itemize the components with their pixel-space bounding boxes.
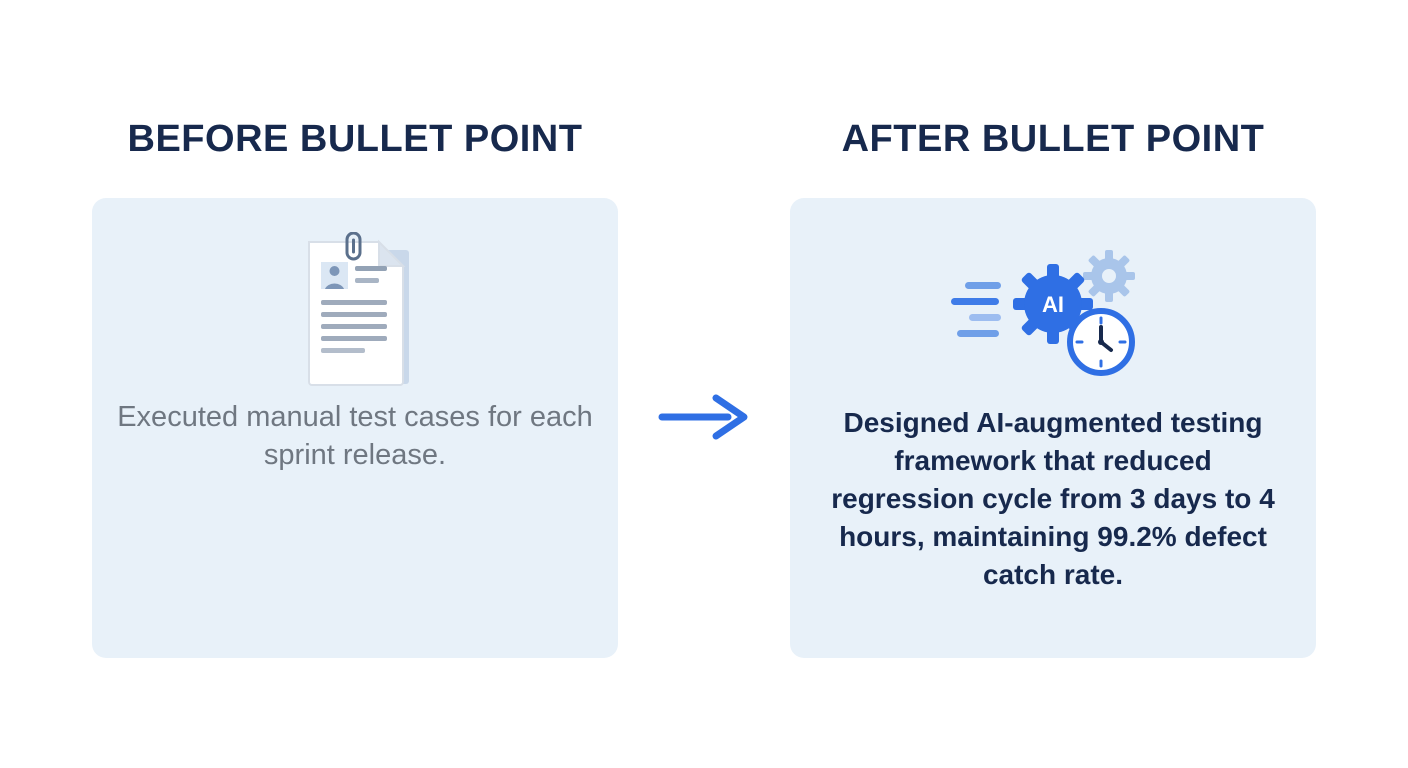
ai-gear-clock-icon: AI — [943, 242, 1163, 392]
ai-badge-label: AI — [1042, 292, 1064, 317]
before-heading: BEFORE BULLET POINT — [127, 118, 583, 160]
before-card: Executed manual test cases for each spri… — [92, 198, 618, 658]
right-arrow-icon — [658, 390, 750, 444]
before-body-text: Executed manual test cases for each spri… — [117, 401, 593, 472]
after-card: AI Designed AI-augmented testing framewo… — [790, 198, 1316, 658]
after-heading: AFTER BULLET POINT — [841, 118, 1265, 160]
after-body-text: Designed AI-augmented testing framework … — [831, 407, 1275, 591]
document-with-paperclip-icon — [295, 231, 415, 392]
